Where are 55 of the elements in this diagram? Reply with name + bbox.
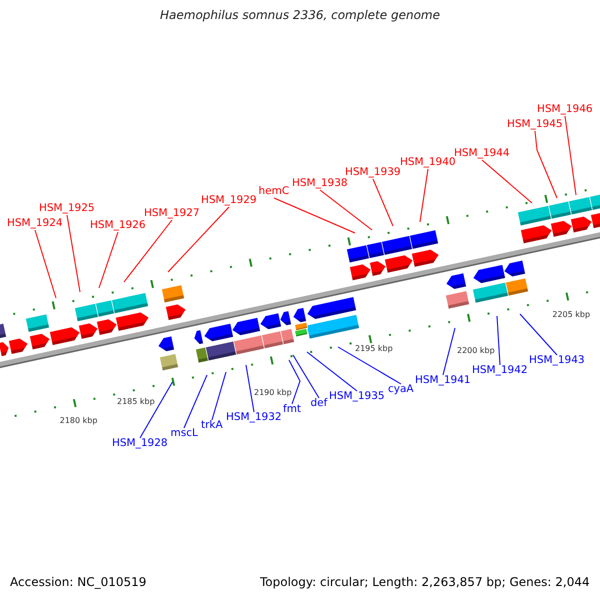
leader-line (338, 346, 402, 384)
gene-label: HSM_1928 (112, 438, 168, 450)
leader-line (140, 380, 174, 438)
gene-label: HSM_1940 (400, 157, 456, 169)
axis-tick-label: 2190 kbp (254, 388, 292, 398)
gene-label: hemC (258, 186, 290, 198)
leader-line (564, 116, 576, 196)
accession-text: Accession: NC_010519 (10, 576, 146, 589)
gene-label: HSM_1925 (39, 203, 95, 215)
axis-tick-label: 2205 kbp (552, 310, 590, 320)
axis-tick-label: 2200 kbp (457, 346, 495, 356)
leader-line (520, 314, 558, 356)
leader-line (212, 372, 226, 420)
gene-label: mscL (170, 428, 198, 440)
leader-line (496, 316, 500, 366)
title: Haemophilus somnus 2336, complete genome (159, 9, 441, 22)
leader-line (482, 160, 532, 204)
gene-label: HSM_1924 (7, 218, 63, 230)
gene-label: HSM_1938 (292, 178, 348, 190)
gene-label: HSM_1929 (201, 195, 257, 207)
axis-tick-label: 2185 kbp (117, 398, 155, 406)
axis-tick-label: 2180 kbp (60, 417, 98, 426)
leader-line (124, 220, 172, 282)
leader-line (288, 360, 301, 404)
gene-label: HSM_1935 (329, 391, 385, 403)
leader-line (34, 230, 56, 298)
leader-line (66, 214, 80, 292)
leader-line (320, 190, 372, 230)
gene-label: HSM_1942 (472, 365, 528, 377)
leader-line (98, 232, 118, 288)
gene-label: trkA (201, 420, 223, 432)
axis-tick-label: 2195 kbp (355, 344, 393, 354)
leader-line (292, 354, 320, 398)
gene-label: HSM_1946 (537, 104, 593, 116)
gene-label: fmt (283, 404, 302, 416)
leader-line (534, 130, 558, 198)
gene-label: HSM_1943 (529, 355, 585, 367)
gene-label: def (310, 398, 328, 410)
leader-line (274, 198, 356, 234)
genome-summary-text: Topology: circular; Length: 2,263,857 bp; Genes: 2,044 (260, 576, 590, 589)
leader-line (168, 206, 230, 272)
gene-label: HSM_1941 (415, 375, 471, 387)
leader-line (306, 352, 358, 392)
gene-label: HSM_1926 (90, 220, 146, 232)
leader-line (246, 364, 254, 412)
leader-line (420, 168, 428, 222)
leader-line (184, 374, 208, 428)
gene-label: HSM_1939 (345, 167, 401, 179)
gene-label: HSM_1932 (226, 412, 282, 424)
leader-line (442, 328, 456, 376)
gene-label: HSM_1944 (454, 148, 510, 160)
gene-label: HSM_1927 (144, 208, 200, 220)
leader-line (372, 178, 394, 226)
gene-label: HSM_1945 (507, 119, 563, 131)
gene-label: cyaA (388, 384, 414, 396)
